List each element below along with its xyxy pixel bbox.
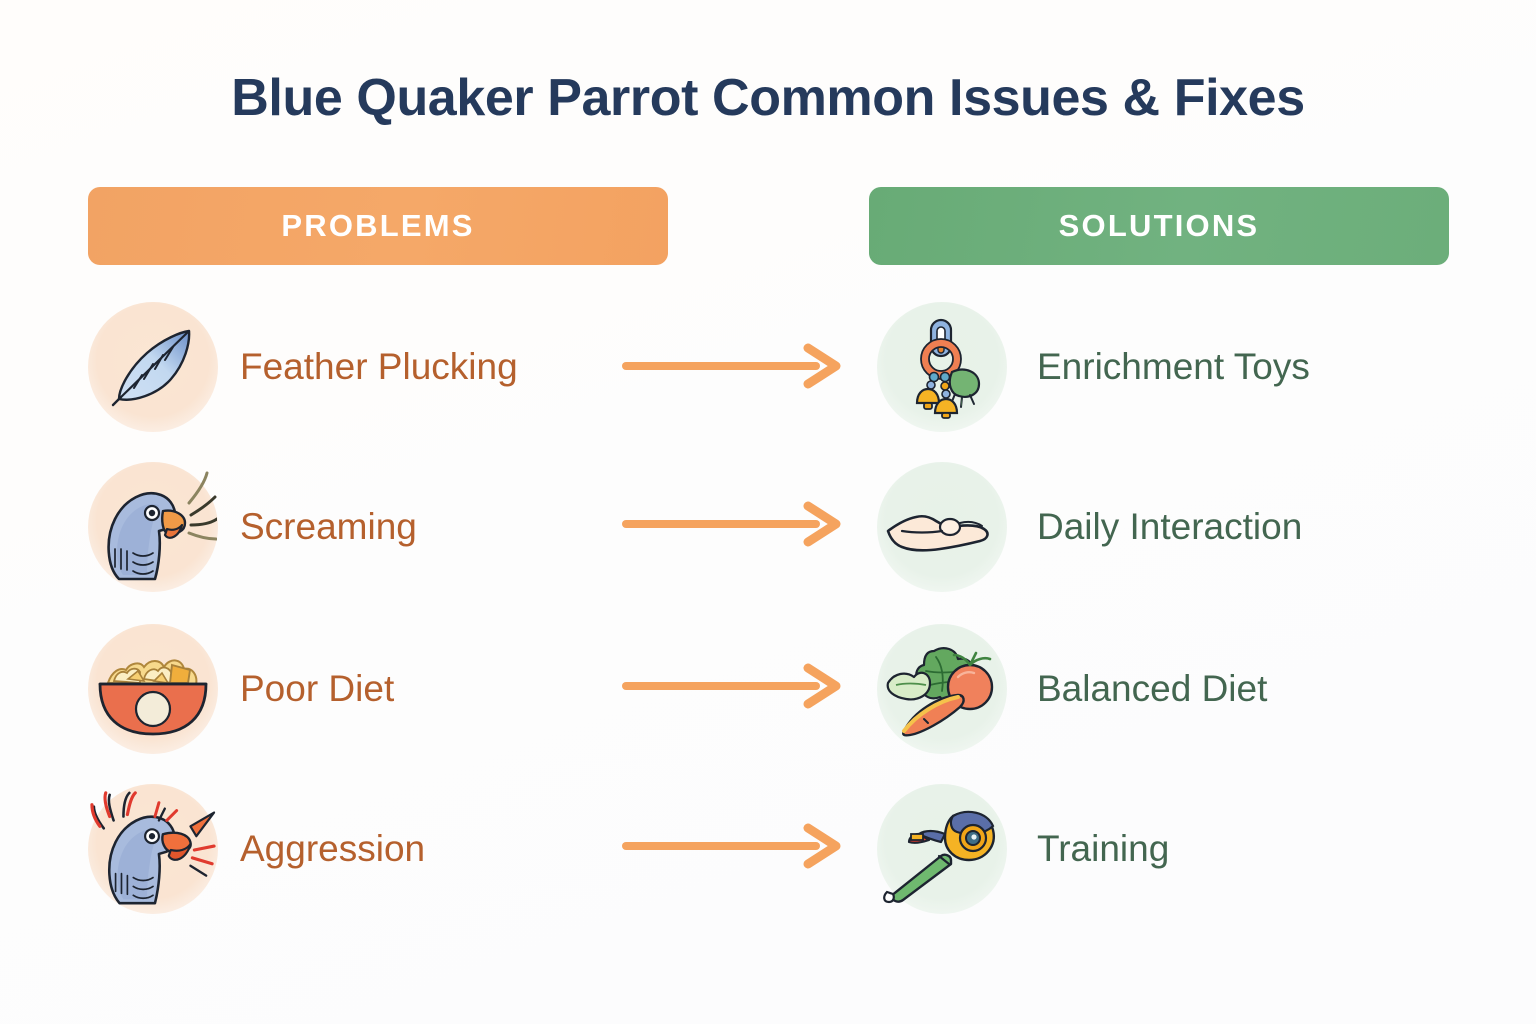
table-row: Screaming Daily Interaction <box>0 447 1536 607</box>
solution-label: Enrichment Toys <box>1037 346 1310 387</box>
seed-bowl-icon <box>88 624 218 754</box>
problem-item-screaming: Screaming <box>88 447 608 607</box>
flow-arrow <box>620 660 850 712</box>
problem-item-aggression: Aggression <box>88 769 608 929</box>
problem-label: Screaming <box>240 506 417 547</box>
bird-toy-bells-icon <box>877 302 1007 432</box>
flow-arrow <box>620 498 850 550</box>
open-hand-icon <box>877 462 1007 592</box>
problem-label: Feather Plucking <box>240 346 518 387</box>
problem-label: Aggression <box>240 828 426 869</box>
column-header-problems-label: PROBLEMS <box>281 208 475 243</box>
feather-icon <box>88 302 218 432</box>
solution-item-daily-interaction: Daily Interaction <box>877 447 1437 607</box>
table-row: Feather Plucking <box>0 287 1536 447</box>
column-header-solutions: SOLUTIONS <box>869 187 1449 265</box>
page-title: Blue Quaker Parrot Common Issues & Fixes <box>231 69 1305 127</box>
target-stick-clicker-icon <box>877 784 1007 914</box>
aggressive-parrot-icon <box>88 784 218 914</box>
solution-item-enrichment-toys: Enrichment Toys <box>877 287 1437 447</box>
flow-arrow <box>620 340 850 392</box>
table-row: Aggression <box>0 769 1536 929</box>
solution-item-balanced-diet: Balanced Diet <box>877 609 1437 769</box>
solution-label: Daily Interaction <box>1037 506 1303 547</box>
vegetables-icon <box>877 624 1007 754</box>
table-row: Poor Diet <box>0 609 1536 769</box>
solution-label: Training <box>1037 828 1170 869</box>
screaming-parrot-icon <box>88 462 218 592</box>
solution-label: Balanced Diet <box>1037 668 1268 709</box>
solution-item-training: Training <box>877 769 1437 929</box>
column-header-problems: PROBLEMS <box>88 187 668 265</box>
column-header-solutions-label: SOLUTIONS <box>1058 208 1260 243</box>
problem-item-feather-plucking: Feather Plucking <box>88 287 608 447</box>
problem-item-poor-diet: Poor Diet <box>88 609 608 769</box>
flow-arrow <box>620 820 850 872</box>
problem-label: Poor Diet <box>240 668 395 709</box>
